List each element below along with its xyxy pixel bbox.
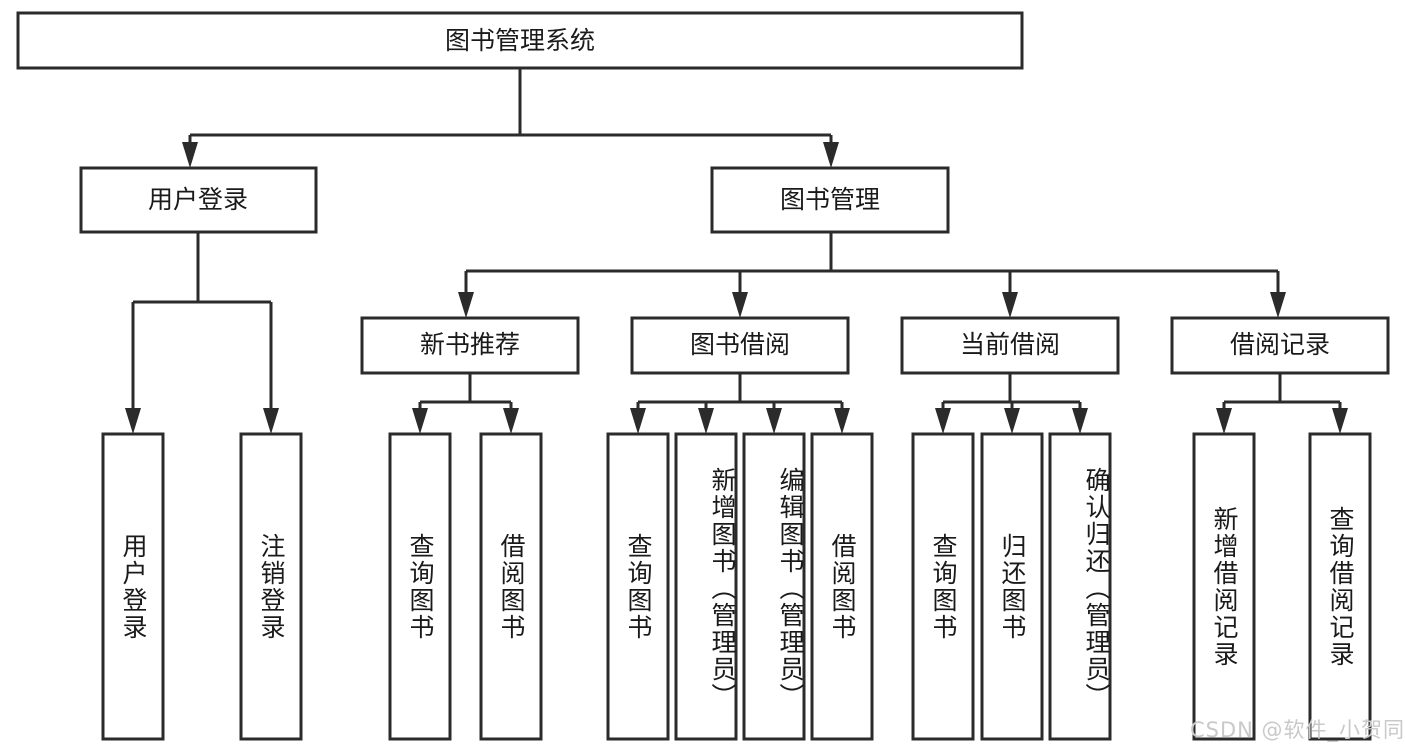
node-borrow-record-label: 借阅记录 bbox=[1230, 330, 1330, 359]
leaf-box-borrow-record-1[interactable] bbox=[1192, 432, 1256, 741]
arrow-currentborrow-c1 bbox=[935, 408, 951, 434]
node-book-management-label: 图书管理 bbox=[780, 185, 880, 214]
node-book-management-box[interactable] bbox=[710, 166, 950, 234]
arrow-borrowrecord-c2 bbox=[1332, 408, 1348, 434]
leaf-box-current-borrow-3[interactable] bbox=[1048, 432, 1112, 741]
leaf-box-book-borrow-2[interactable] bbox=[674, 432, 738, 741]
leaf-box-book-borrow-1[interactable] bbox=[606, 432, 670, 741]
arrow-currentborrow-c2 bbox=[1004, 408, 1020, 434]
arrow-bookborrow-c1 bbox=[630, 408, 646, 434]
leaf-box-book-borrow-3[interactable] bbox=[742, 432, 806, 741]
node-book-borrow[interactable]: 图书借阅 bbox=[630, 316, 850, 375]
node-borrow-record-box[interactable] bbox=[1170, 316, 1390, 375]
leaf-box-user-login-1[interactable] bbox=[101, 432, 165, 741]
node-book-borrow-label: 图书借阅 bbox=[690, 330, 790, 359]
node-user-login-label: 用户登录 bbox=[148, 185, 248, 214]
arrow-newbook-c1 bbox=[412, 408, 428, 434]
leaf-box-new-book-1[interactable] bbox=[388, 432, 452, 741]
node-user-login[interactable]: 用户登录 bbox=[79, 166, 318, 234]
arrow-borrowrecord-c1 bbox=[1216, 408, 1232, 434]
node-current-borrow[interactable]: 当前借阅 bbox=[900, 316, 1120, 375]
arrow-bookmgmt-c3 bbox=[1002, 292, 1018, 318]
node-new-book-recommend[interactable]: 新书推荐 bbox=[360, 316, 580, 375]
leaf-box-borrow-record-2[interactable] bbox=[1308, 432, 1372, 741]
csdn-watermark: CSDN @软件_小贺同学 bbox=[1190, 718, 1405, 742]
arrow-bookmgmt-c1 bbox=[458, 292, 474, 318]
node-book-management[interactable]: 图书管理 bbox=[710, 166, 950, 234]
arrow-bookborrow-c3 bbox=[766, 408, 782, 434]
leaf-box-current-borrow-2[interactable] bbox=[980, 432, 1044, 741]
node-new-book-recommend-label: 新书推荐 bbox=[420, 330, 520, 359]
node-new-book-recommend-box[interactable] bbox=[360, 316, 580, 375]
node-root-label: 图书管理系统 bbox=[445, 26, 595, 55]
leaf-box-current-borrow-1[interactable] bbox=[911, 432, 975, 741]
connector-layer bbox=[125, 68, 1348, 434]
node-layer: 图书管理系统 用户登录 图书管理 新书推荐 图书借阅 bbox=[16, 11, 1390, 741]
arrow-root-to-bookmgmt bbox=[823, 142, 839, 168]
arrow-newbook-c2 bbox=[503, 408, 519, 434]
node-current-borrow-label: 当前借阅 bbox=[960, 330, 1060, 359]
node-root-box[interactable] bbox=[16, 11, 1024, 70]
arrow-bookmgmt-c4 bbox=[1270, 292, 1286, 318]
node-borrow-record[interactable]: 借阅记录 bbox=[1170, 316, 1390, 375]
arrow-userlogin-c2 bbox=[263, 408, 279, 434]
leaf-box-user-login-2[interactable] bbox=[239, 432, 303, 741]
leaf-box-new-book-2[interactable] bbox=[479, 432, 543, 741]
arrow-root-to-userlogin bbox=[182, 142, 198, 168]
node-book-borrow-box[interactable] bbox=[630, 316, 850, 375]
arrow-bookborrow-c2 bbox=[698, 408, 714, 434]
node-root[interactable]: 图书管理系统 bbox=[16, 11, 1024, 70]
node-current-borrow-box[interactable] bbox=[900, 316, 1120, 375]
leaf-box-book-borrow-4[interactable] bbox=[810, 432, 874, 741]
node-user-login-box[interactable] bbox=[79, 166, 318, 234]
arrow-bookmgmt-c2 bbox=[732, 292, 748, 318]
arrow-bookborrow-c4 bbox=[834, 408, 850, 434]
arrow-userlogin-c1 bbox=[125, 408, 141, 434]
arrow-currentborrow-c3 bbox=[1072, 408, 1088, 434]
